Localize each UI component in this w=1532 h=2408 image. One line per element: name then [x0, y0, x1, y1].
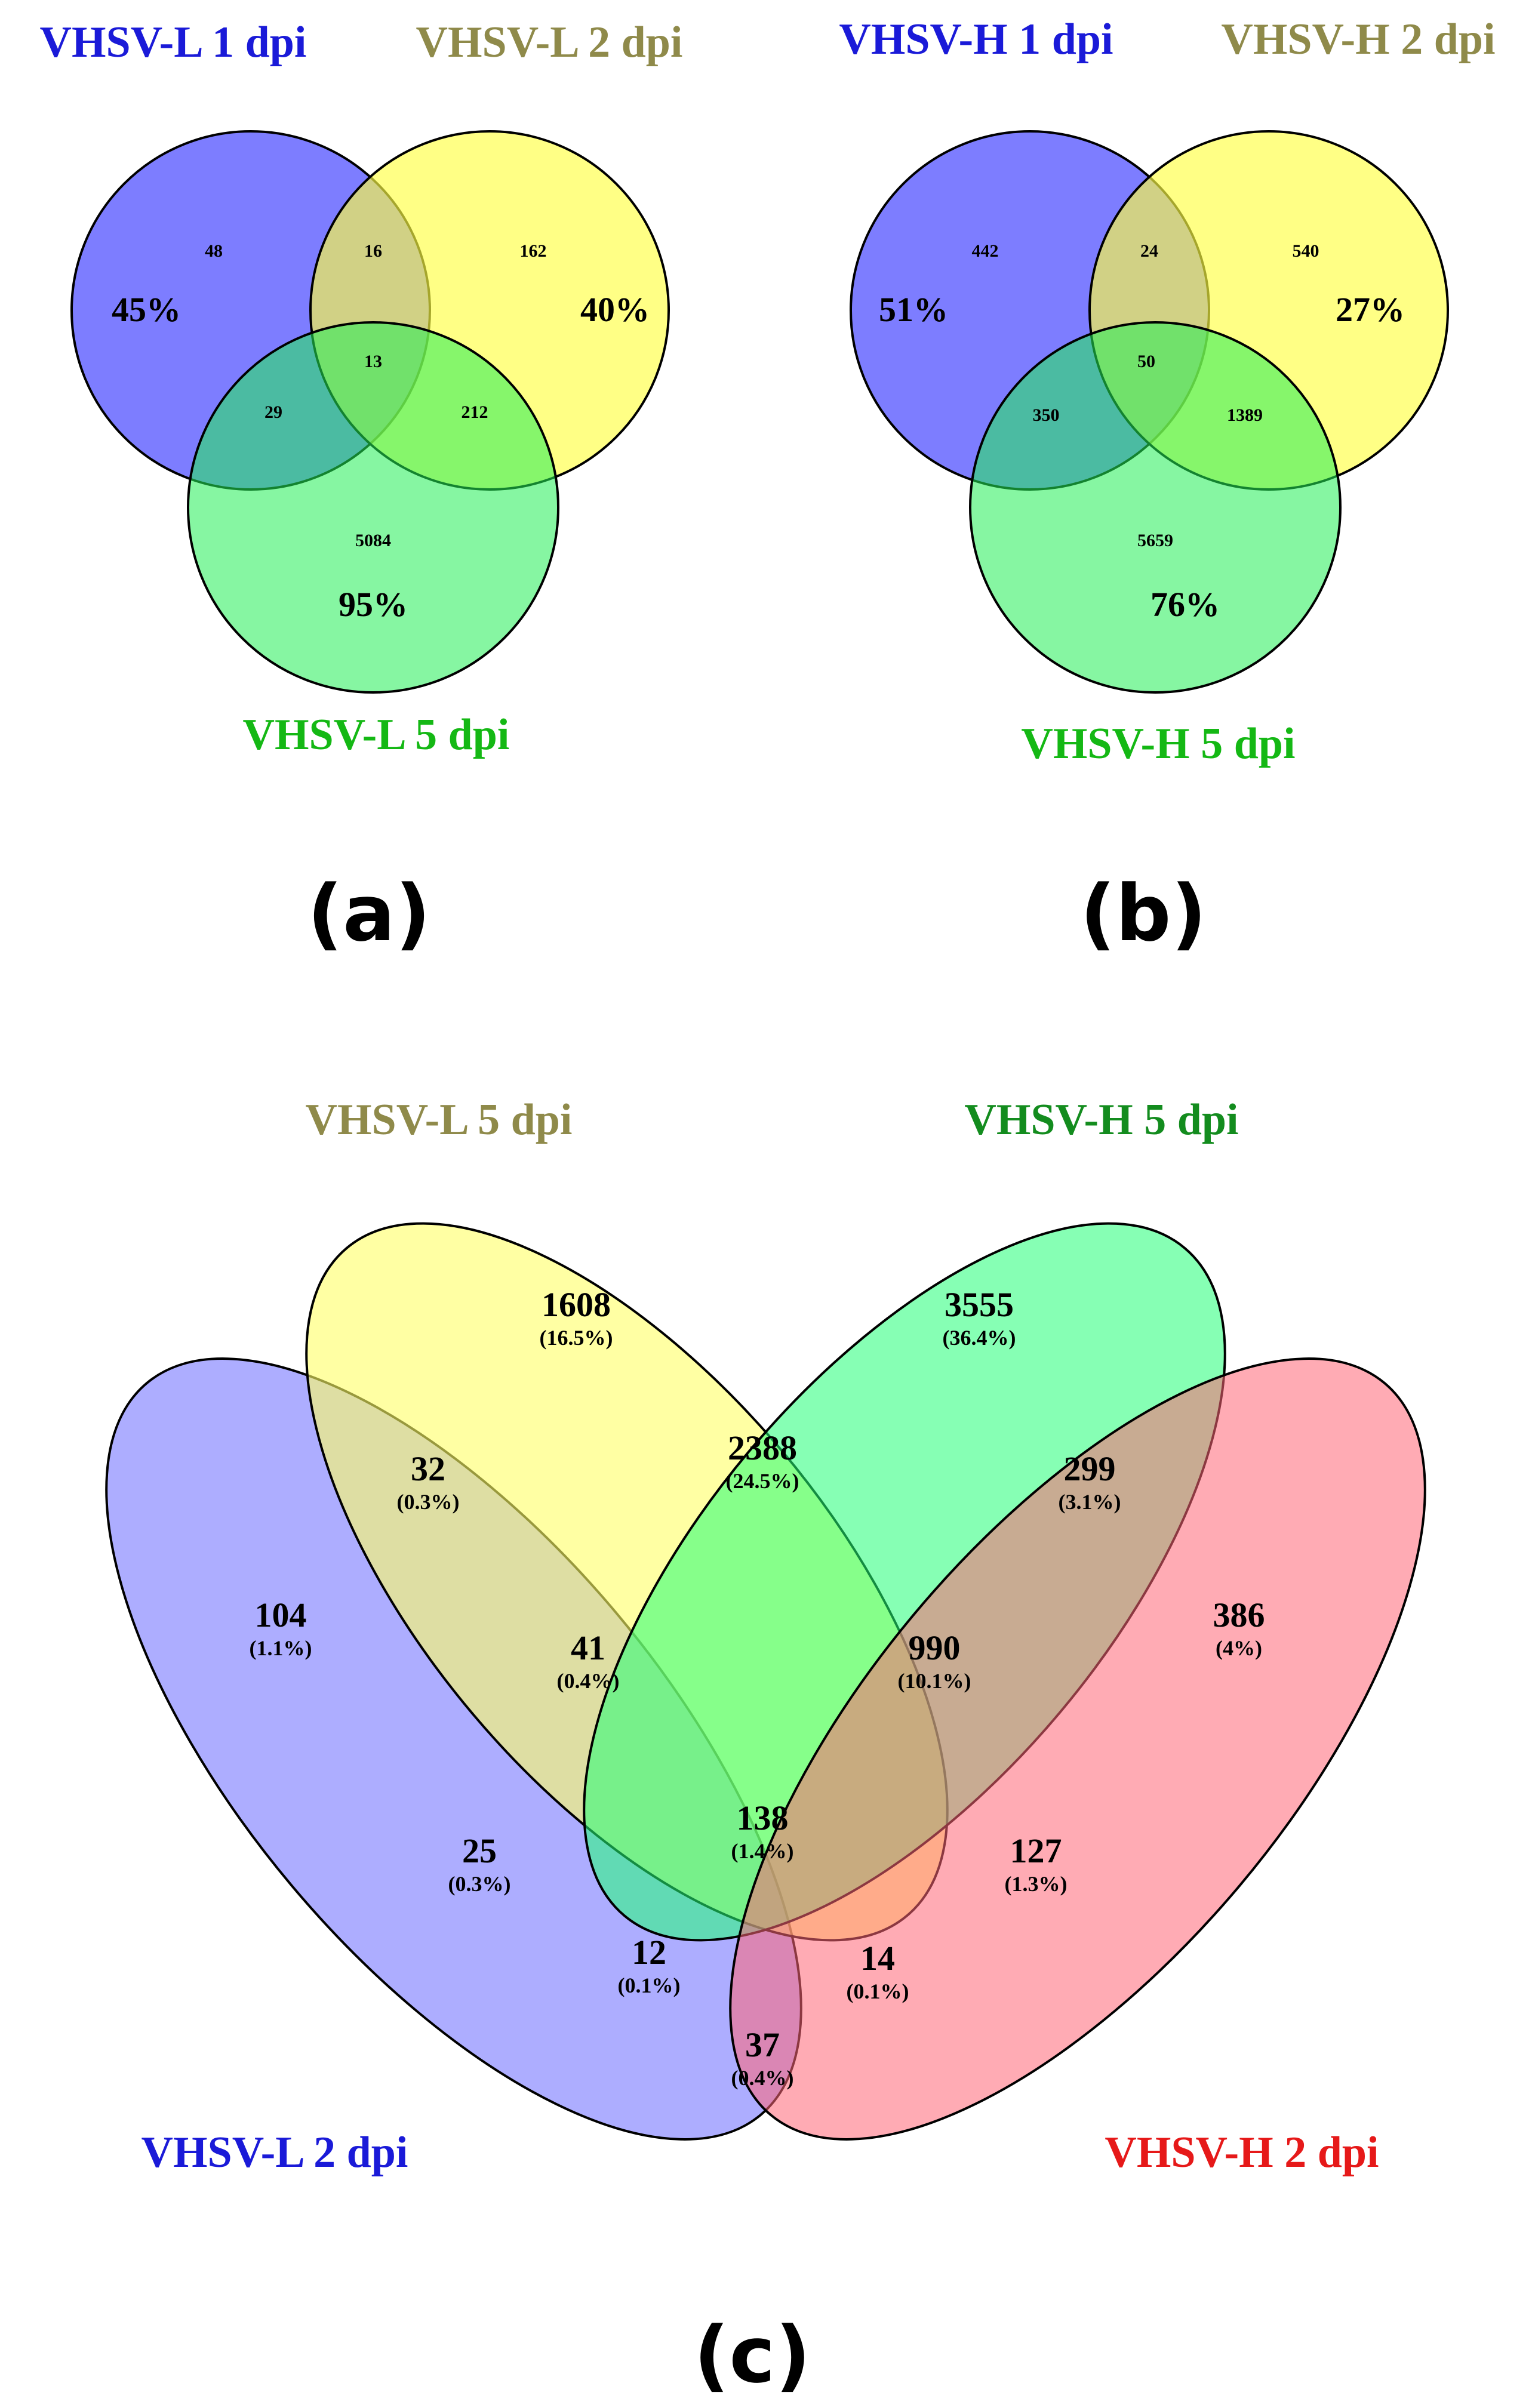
panel-c-count-L2_L5_H2: 14	[860, 1939, 895, 1978]
panel-c-pct-H5_H2: (3.1%)	[1059, 1490, 1121, 1514]
panel-b-pct-5dpi: 76%	[1150, 585, 1220, 624]
panel-a-count-1-2: 16	[364, 241, 382, 261]
panel-c-pct-all: (1.4%)	[731, 1839, 794, 1863]
panel-c-ellipse-H2	[729, 1357, 1426, 2141]
panel-b-title-2dpi: VHSV-H 2 dpi	[1221, 15, 1495, 64]
panel-a-pct-1dpi: 45%	[112, 290, 181, 329]
panel-b-count-all: 50	[1137, 352, 1155, 371]
panel-c-title-L2: VHSV-L 2 dpi	[141, 2128, 408, 2177]
panel-a-pct-2dpi: 40%	[580, 290, 650, 329]
panel-c-pct-L5: (16.5%)	[540, 1326, 613, 1350]
panel-b-title-5dpi: VHSV-H 5 dpi	[1021, 719, 1295, 768]
panel-c-count-L2_L5_H5: 41	[571, 1628, 605, 1667]
panel-b-label: (b)	[1080, 868, 1207, 959]
panel-c-pct-L5_H2: (1.3%)	[1005, 1872, 1068, 1896]
panel-c-count-L2_L5: 32	[411, 1449, 445, 1488]
panel-c-pct-H5: (36.4%)	[943, 1326, 1016, 1350]
panel-b-count-only-5dpi: 5659	[1137, 531, 1173, 550]
panel-c-pct-L2_H5: (0.3%)	[448, 1872, 511, 1896]
panel-c-title-L5: VHSV-L 5 dpi	[306, 1095, 573, 1144]
panel-c-label: (c)	[694, 2310, 811, 2400]
panel-b-title-1dpi: VHSV-H 1 dpi	[839, 15, 1113, 64]
panel-c-pct-L2: (1.1%)	[250, 1636, 312, 1660]
panel-c-count-L2_H2: 37	[745, 2025, 780, 2064]
panel-c-count-H5_H2: 299	[1064, 1449, 1116, 1488]
panel-b: VHSV-H 1 dpi VHSV-H 2 dpi VHSV-H 5 dpi 4…	[839, 15, 1495, 959]
panel-b-count-only-2dpi: 540	[1293, 241, 1319, 261]
panel-c-count-L5_H5_H2: 990	[909, 1628, 961, 1667]
panel-b-count-2-5: 1389	[1227, 405, 1263, 425]
panel-b-circle-5dpi	[969, 321, 1342, 694]
panel-c-count-L2: 104	[255, 1596, 307, 1634]
panel-a-count-only-1dpi: 48	[205, 241, 223, 261]
panel-a-count-1-5: 29	[264, 402, 282, 422]
panel-c-title-H2: VHSV-H 2 dpi	[1105, 2128, 1379, 2177]
panel-a-circle-5dpi	[187, 321, 559, 694]
panel-c-pct-L2_H5_H2: (0.1%)	[618, 1973, 681, 1997]
panel-c-count-L2_H5: 25	[462, 1831, 497, 1870]
panel-c-pct-L2_L5_H5: (0.4%)	[557, 1669, 620, 1693]
panel-c-count-L5_H5: 2388	[728, 1428, 797, 1467]
panel-c-pct-L2_H2: (0.4%)	[731, 2066, 794, 2090]
panel-c-pct-L2_L5_H2: (0.1%)	[847, 1979, 909, 2003]
panel-c-count-all: 138	[737, 1799, 789, 1837]
panel-c-count-L5_H2: 127	[1010, 1831, 1062, 1870]
panel-c-count-L2_H5_H2: 12	[632, 1933, 666, 1972]
panel-a-count-all: 13	[364, 352, 382, 371]
panel-a-count-only-5dpi: 5084	[355, 531, 391, 550]
panel-c-region-labels: 104(1.1%) 1608(16.5%) 3555(36.4%) 386(4%) 32…	[250, 1285, 1265, 2090]
panel-a-count-2-5: 212	[462, 402, 488, 422]
panel-a-pct-5dpi: 95%	[339, 585, 408, 624]
panel-c-pct-L5_H5: (24.5%)	[726, 1469, 799, 1493]
panel-a-count-only-2dpi: 162	[520, 241, 547, 261]
panel-c-pct-L5_H5_H2: (10.1%)	[898, 1669, 971, 1693]
panel-b-count-1-2: 24	[1140, 241, 1158, 261]
panel-a-title-2dpi: VHSV-L 2 dpi	[416, 18, 683, 67]
panel-b-pct-2dpi: 27%	[1336, 290, 1405, 329]
panel-b-count-1-5: 350	[1033, 405, 1060, 425]
panel-c-title-H5: VHSV-H 5 dpi	[964, 1095, 1238, 1144]
panel-c-count-H5: 3555	[945, 1285, 1014, 1324]
panel-a-title-5dpi: VHSV-L 5 dpi	[243, 710, 510, 759]
panel-b-pct-1dpi: 51%	[879, 290, 948, 329]
panel-c-count-L5: 1608	[542, 1285, 611, 1324]
panel-c: VHSV-L 5 dpi VHSV-H 5 dpi VHSV-L 2 dpi V…	[105, 1095, 1426, 2400]
panel-c-count-H2: 386	[1213, 1596, 1265, 1634]
panel-a: VHSV-L 1 dpi VHSV-L 2 dpi VHSV-L 5 dpi 4…	[40, 18, 683, 959]
panel-b-count-only-1dpi: 442	[972, 241, 999, 261]
panel-c-pct-L2_L5: (0.3%)	[397, 1490, 460, 1514]
panel-a-title-1dpi: VHSV-L 1 dpi	[40, 18, 307, 67]
panel-c-pct-H2: (4%)	[1216, 1636, 1262, 1660]
panel-a-label: (a)	[307, 868, 431, 959]
